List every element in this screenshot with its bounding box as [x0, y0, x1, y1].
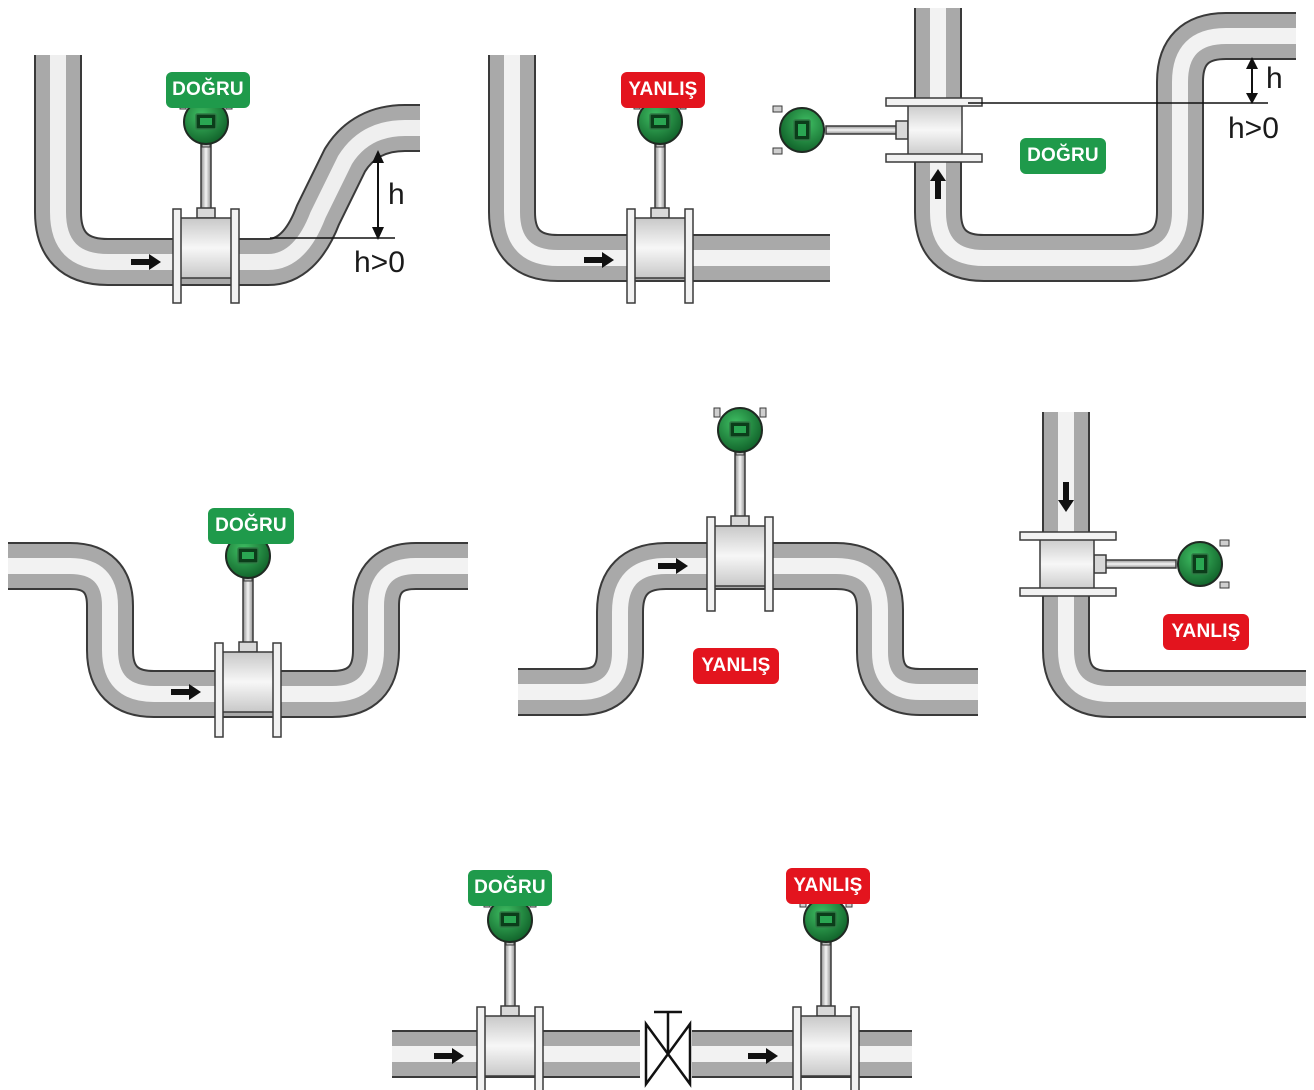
verdict-badge-correct: DOĞRU: [468, 870, 552, 906]
panel-7-valve-position: [392, 897, 912, 1090]
verdict-badge-correct: DOĞRU: [208, 508, 294, 544]
vortex-flowmeter: [626, 99, 694, 304]
vortex-flowmeter: [476, 897, 544, 1090]
verdict-badge-correct: DOĞRU: [166, 72, 250, 108]
vortex-flowmeter: [214, 533, 282, 738]
height-condition-label: h>0: [1228, 112, 1279, 145]
verdict-badge-correct: DOĞRU: [1020, 138, 1106, 174]
vortex-flowmeter: [706, 407, 774, 612]
panel-3-correct-vertical-upflow: [772, 8, 1296, 282]
verdict-badge-wrong: YANLIŞ: [693, 648, 779, 684]
panel-1-correct-lowpoint-rising: [34, 55, 429, 304]
vortex-flowmeter: [172, 99, 240, 304]
height-label: h: [388, 178, 405, 211]
panel-4-correct-u-trap: [8, 533, 468, 738]
verdict-badge-wrong: YANLIŞ: [1163, 614, 1249, 650]
vortex-flowmeter: [1019, 531, 1230, 597]
valve-symbol: [640, 1010, 692, 1088]
panel-5-wrong-high-point: [518, 407, 978, 716]
height-condition-label: h>0: [354, 246, 405, 279]
panel-6-wrong-vertical-downflow: [1019, 412, 1306, 718]
height-label: h: [1266, 62, 1283, 95]
verdict-badge-wrong: YANLIŞ: [786, 868, 870, 904]
vortex-flowmeter: [792, 897, 860, 1090]
verdict-badge-wrong: YANLIŞ: [621, 72, 705, 108]
vortex-flowmeter: [772, 97, 983, 163]
panel-2-wrong-after-bend: [488, 55, 830, 304]
